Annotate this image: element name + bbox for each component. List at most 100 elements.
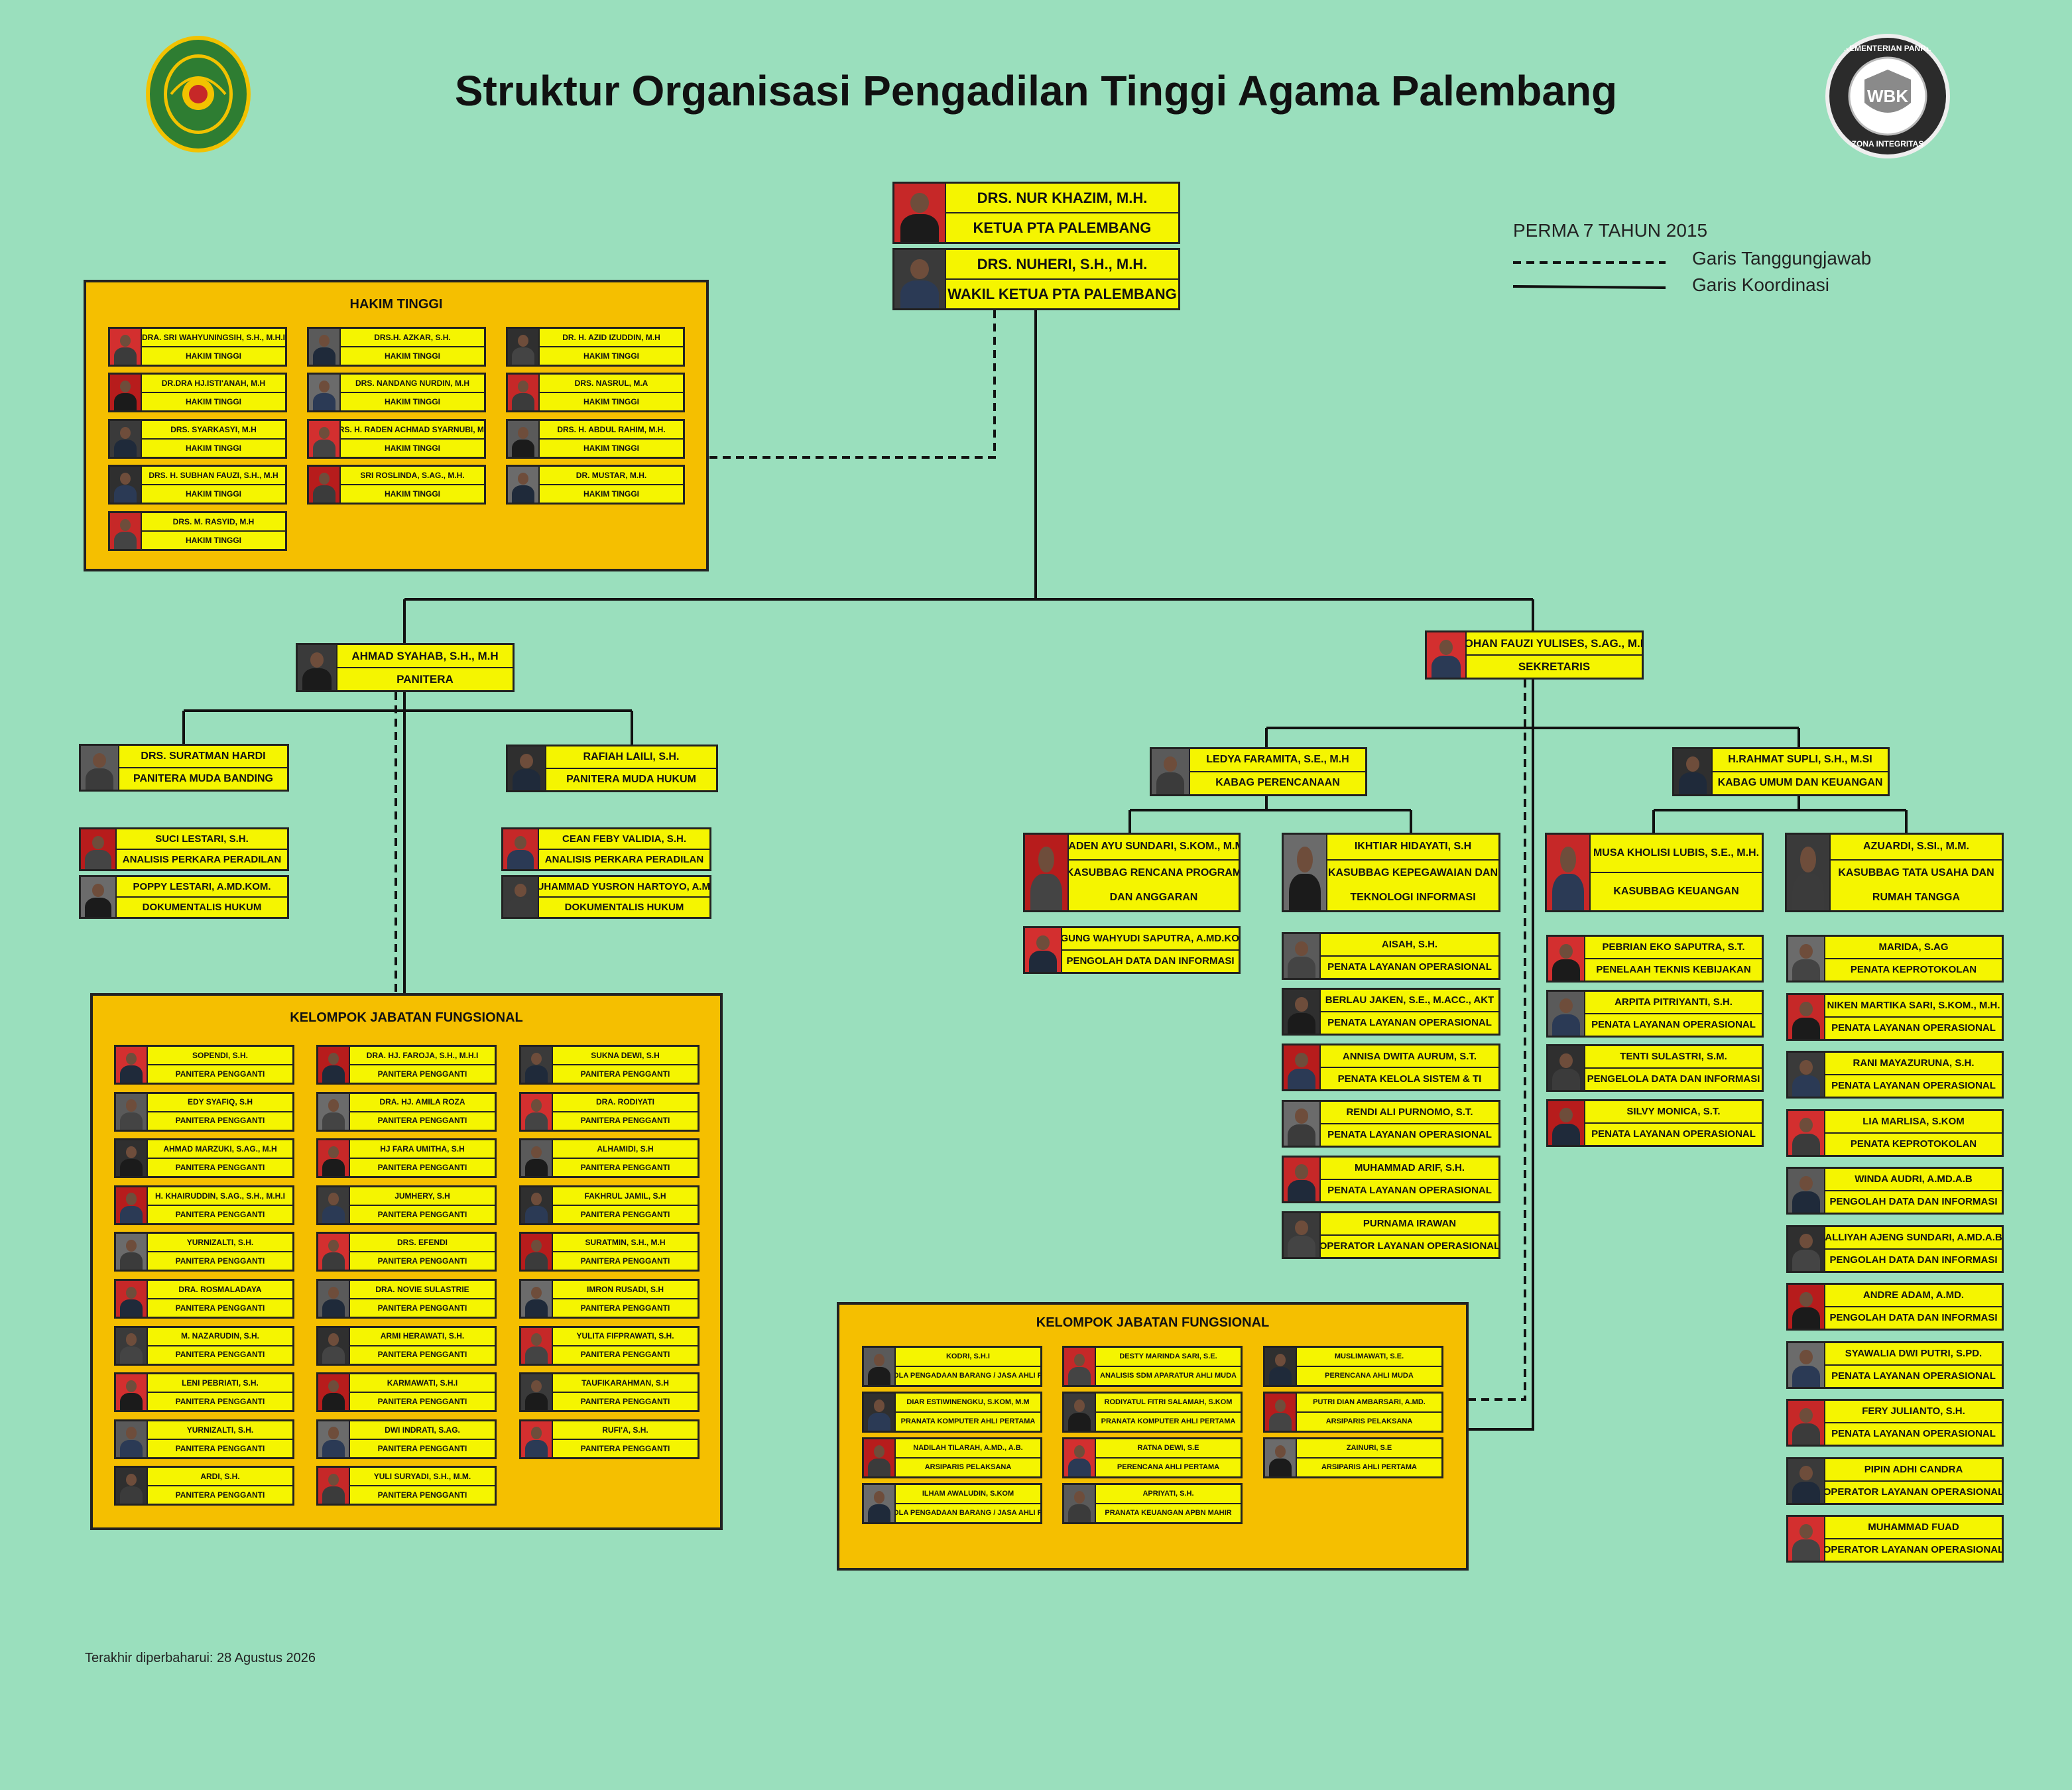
person-photo	[318, 1468, 350, 1504]
person-name: DRS. NUR KHAZIM, M.H.	[946, 184, 1178, 213]
person-role: PENATA LAYANAN OPERASIONAL	[1327, 1017, 1492, 1029]
person-photo	[521, 1140, 553, 1177]
person-photo	[503, 877, 539, 917]
person-role: PENGELOLA PENGADAAN BARANG / JASA AHLI P…	[896, 1508, 1040, 1517]
person-name: CEAN FEBY VALIDIA, S.H.	[539, 829, 709, 850]
person-photo	[1788, 1342, 1825, 1387]
panitera-pengganti-card: YURNIZALTI, S.H.PANITERA PENGGANTI	[114, 1232, 294, 1272]
person-photo	[110, 329, 142, 365]
person-role: PANITERA PENGGANTI	[175, 1209, 265, 1219]
person-photo	[81, 746, 119, 790]
person-role: DOKUMENTALIS HUKUM	[564, 901, 684, 913]
person-role: PENGELOLA PENGADAAN BARANG / JASA AHLI P…	[896, 1371, 1040, 1380]
person-role: PANITERA MUDA BANDING	[133, 772, 273, 784]
person-name: SUCI LESTARI, S.H.	[117, 829, 287, 850]
person-name: ZAINURI, S.E	[1297, 1439, 1441, 1459]
person-name: AHMAD MARZUKI, S.AG., M.H	[148, 1140, 292, 1160]
fungsional-card: DESTY MARINDA SARI, S.E.ANALISIS SDM APA…	[1062, 1346, 1243, 1387]
person-photo	[864, 1439, 896, 1476]
panitera-pengganti-card: M. NAZARUDIN, S.H.PANITERA PENGGANTI	[114, 1325, 294, 1366]
kjf-kesekretariatan-panel: KELOMPOK JABATAN FUNGSIONAL	[837, 1302, 1469, 1571]
person-role: PANITERA PENGGANTI	[175, 1256, 265, 1266]
person-photo	[1788, 1110, 1825, 1155]
hakim-card: DRS.H. AZKAR, S.H.HAKIM TINGGI	[307, 327, 486, 367]
person-name: DRA. HJ. AMILA ROZA	[350, 1094, 495, 1112]
person-name: LENI PEBRIATI, S.H.	[148, 1374, 292, 1394]
logo-right-top-text: KEMENTERIAN PANRB	[1843, 44, 1932, 53]
person-name: DRS. EFENDI	[350, 1234, 495, 1253]
person-name: PUTRI DIAN AMBARSARI, A.MD.	[1297, 1394, 1441, 1413]
person-photo	[1427, 632, 1467, 678]
person-role: PRANATA KOMPUTER AHLI PERTAMA	[900, 1417, 1036, 1425]
pm-hukum-card: RAFIAH LAILI, S.H.PANITERA MUDA HUKUM	[506, 745, 718, 792]
person-name: ALLIYAH AJENG SUNDARI, A.MD.A.B	[1825, 1227, 2002, 1250]
person-role: PENATA LAYANAN OPERASIONAL	[1831, 1428, 1996, 1440]
person-name: PIPIN ADHI CANDRA	[1825, 1459, 2002, 1482]
person-role: HAKIM TINGGI	[186, 489, 241, 499]
person-photo	[1284, 990, 1321, 1034]
person-role: DAN ANGGARAN	[1109, 891, 1198, 903]
person-role: PANITERA PENGGANTI	[580, 1116, 670, 1126]
person-photo	[116, 1093, 148, 1130]
person-name: ARMI HERAWATI, S.H.	[350, 1328, 495, 1346]
person-role: KABAG PERENCANAAN	[1215, 777, 1340, 789]
person-role: PANITERA PENGGANTI	[377, 1396, 467, 1406]
staff-card: SYAWALIA DWI PUTRI, S.PD.PENATA LAYANAN …	[1786, 1341, 2004, 1389]
person-photo	[1787, 835, 1831, 910]
staff-card: MUHAMMAD YUSRON HARTOYO, A.MD.DOKUMENTAL…	[501, 875, 711, 919]
staff-card: RANI MAYAZURUNA, S.H.PENATA LAYANAN OPER…	[1786, 1051, 2004, 1099]
person-role: PANITERA PENGGANTI	[175, 1490, 265, 1500]
staff-card: NIKEN MARTIKA SARI, S.KOM., M.H.PENATA L…	[1786, 992, 2004, 1041]
person-photo	[1674, 749, 1713, 794]
person-role: PANITERA PENGGANTI	[175, 1069, 265, 1079]
panitera-pengganti-card: YULITA FIFPRAWATI, S.H.PANITERA PENGGANT…	[519, 1325, 700, 1366]
person-photo	[1284, 934, 1321, 978]
legend-title: PERMA 7 TAHUN 2015	[1513, 220, 1708, 241]
dashed-line	[709, 310, 996, 459]
person-role: KASUBBAG KEUANGAN	[1613, 885, 1739, 897]
kasubbag-rencana-card: RADEN AYU SUNDARI, S.KOM., M.M.KASUBBAG …	[1023, 833, 1241, 912]
person-name: SRI ROSLINDA, S.AG., M.H.	[341, 467, 484, 485]
kjf-kepaniteraan-title: KELOMPOK JABATAN FUNGSIONAL	[290, 1010, 523, 1025]
person-photo	[508, 467, 540, 503]
person-photo	[894, 250, 946, 308]
person-name: IMRON RUSADI, S.H	[553, 1281, 698, 1299]
person-role: HAKIM TINGGI	[583, 443, 639, 453]
person-name: ARDI, S.H.	[148, 1468, 292, 1487]
person-photo	[1788, 1517, 1825, 1561]
person-name: POPPY LESTARI, A.MD.KOM.	[117, 877, 287, 898]
person-name: KARMAWATI, S.H.I	[350, 1374, 495, 1394]
person-role: PANITERA PENGGANTI	[580, 1162, 670, 1172]
person-photo	[110, 513, 142, 549]
person-photo	[116, 1047, 148, 1083]
person-role: PENATA LAYANAN OPERASIONAL	[1831, 1080, 1996, 1092]
person-role: HAKIM TINGGI	[186, 535, 241, 545]
staff-card: CEAN FEBY VALIDIA, S.H.ANALISIS PERKARA …	[501, 827, 711, 871]
person-photo	[318, 1140, 350, 1177]
person-name: DRS. SYARKASYI, M.H	[142, 421, 285, 440]
person-photo	[864, 1485, 896, 1522]
kasubbag-tu-card: AZUARDI, S.SI., M.M.KASUBBAG TATA USAHA …	[1785, 833, 2004, 912]
person-role: PENATA KELOLA SISTEM & TI	[1337, 1073, 1482, 1085]
person-photo	[1265, 1348, 1297, 1385]
person-photo	[1788, 1401, 1825, 1445]
person-photo	[318, 1093, 350, 1130]
person-name: DRA. HJ. FAROJA, S.H., M.H.I	[350, 1047, 495, 1065]
logo-right-bottom-text: ZONA INTEGRITAS	[1851, 139, 1924, 149]
person-photo	[81, 877, 117, 917]
panitera-pengganti-card: DWI INDRATI, S.AG.PANITERA PENGGANTI	[316, 1419, 497, 1459]
